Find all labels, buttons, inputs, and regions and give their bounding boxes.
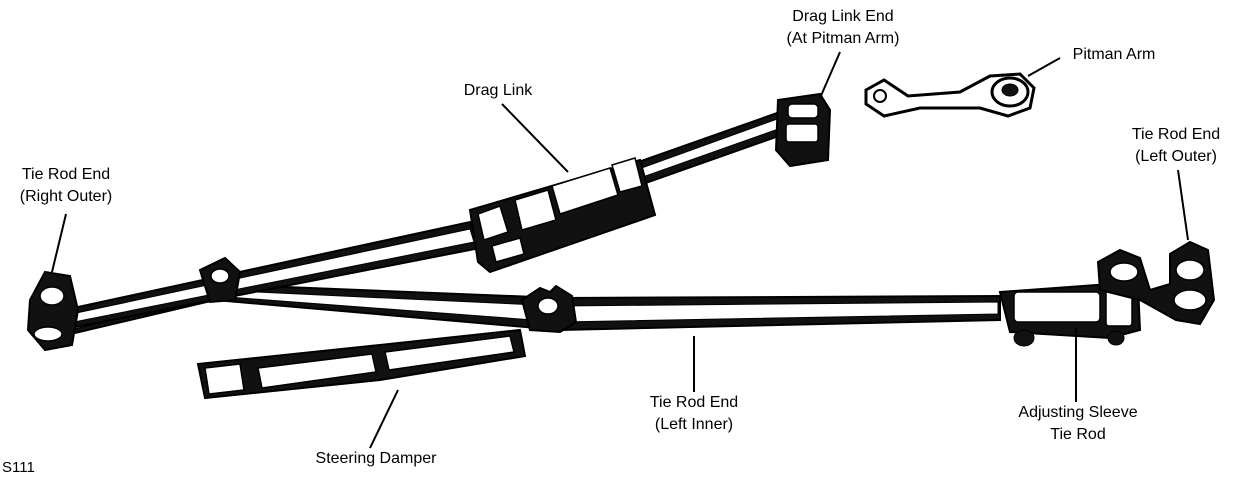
label-drag-link-end-line1: Drag Link End [792, 8, 894, 25]
leader-pitman-arm [1027, 57, 1061, 77]
label-drag-link-end: Drag Link End (At Pitman Arm) [768, 6, 918, 50]
label-steering-damper-line1: Steering Damper [315, 450, 437, 467]
leader-lines [51, 51, 1189, 449]
label-pitman-arm-line1: Pitman Arm [1072, 46, 1156, 63]
label-adjusting-sleeve-line1: Adjusting Sleeve [1018, 404, 1138, 421]
label-steering-damper: Steering Damper [298, 448, 454, 470]
leader-drag-link [501, 103, 569, 173]
leader-drag-link-end [819, 51, 841, 99]
label-tie-rod-end-left-inner-line1: Tie Rod End [649, 394, 739, 411]
drag-link-end-part [774, 92, 832, 168]
label-tie-rod-end-left-outer-line1: Tie Rod End [1131, 126, 1221, 143]
label-tie-rod-end-left-inner: Tie Rod End (Left Inner) [632, 392, 756, 436]
label-tie-rod-end-left-outer: Tie Rod End (Left Outer) [1116, 124, 1236, 168]
label-tie-rod-end-right-outer: Tie Rod End (Right Outer) [4, 164, 128, 208]
tie-rod-end-left-outer-part [1096, 240, 1216, 326]
figure-id: S111 [2, 459, 35, 476]
steering-damper [196, 328, 527, 400]
label-tie-rod-end-right-outer-line2: (Right Outer) [19, 188, 113, 205]
leader-steering-damper [369, 389, 399, 449]
tie-rod-end-left-inner-part [520, 284, 578, 334]
drag-link-sleeve [468, 157, 657, 274]
label-tie-rod-end-left-outer-line2: (Left Outer) [1135, 148, 1217, 165]
label-adjusting-sleeve-line2: Tie Rod [1050, 426, 1106, 443]
label-tie-rod-end-right-outer-line1: Tie Rod End [21, 166, 111, 183]
leader-tie-rod-end-left-outer [1177, 169, 1189, 241]
label-adjusting-sleeve-tie-rod: Adjusting Sleeve Tie Rod [1004, 402, 1152, 446]
tie-rod-end-right-outer-part [26, 270, 80, 352]
label-drag-link: Drag Link [446, 80, 550, 102]
label-drag-link-line1: Drag Link [463, 82, 533, 99]
center-joint [198, 256, 242, 304]
label-tie-rod-end-left-inner-line2: (Left Inner) [654, 416, 734, 433]
pitman-arm-part [864, 72, 1036, 118]
leader-tie-rod-end-right-outer [51, 213, 67, 273]
label-drag-link-end-line2: (At Pitman Arm) [786, 30, 900, 47]
label-pitman-arm: Pitman Arm [1058, 44, 1170, 66]
